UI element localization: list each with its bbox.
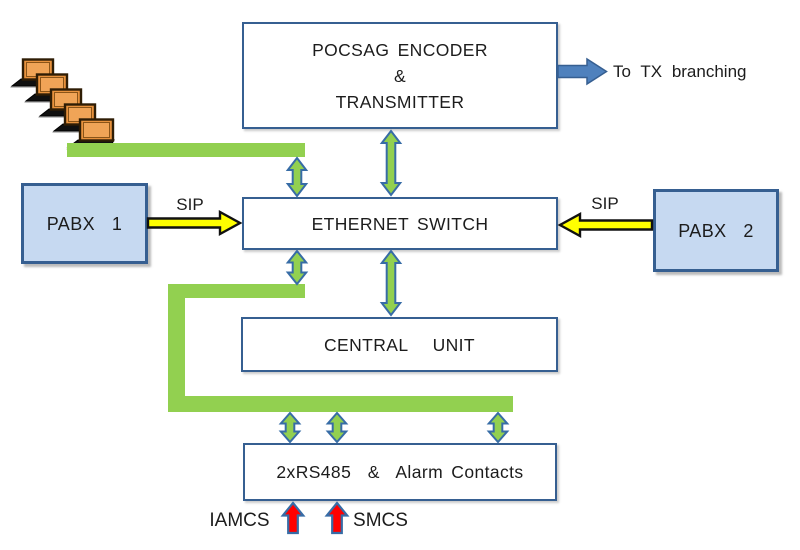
pabx1-box: PABX 1	[21, 183, 148, 264]
double-arrow-switch-lan-icon	[285, 249, 309, 286]
double-arrow-lan-rs485-icon	[325, 411, 349, 444]
double-arrow-lan-rs485-icon	[486, 411, 510, 444]
lan-segment-bottom	[168, 396, 513, 412]
pabx2-label: PABX 2	[678, 220, 754, 241]
pocsag-label-line2: &	[393, 65, 407, 86]
pocsag-label-line1: POCSAG ENCODER	[312, 39, 488, 60]
pabx2-box: PABX 2	[653, 189, 779, 272]
rs485-alarm-contacts-box: 2xRS485 & Alarm Contacts	[243, 443, 557, 501]
sip-arrow-pabx2-icon	[557, 211, 654, 239]
central-unit-box: CENTRAL UNIT	[241, 317, 558, 372]
rs485-label: 2xRS485 & Alarm Contacts	[276, 462, 524, 482]
lan-segment-vertical	[168, 284, 185, 412]
pabx1-label: PABX 1	[46, 213, 123, 234]
double-arrow-lan-rs485-icon	[278, 411, 302, 444]
sip-label-left: SIP	[176, 195, 204, 214]
workstations-cluster	[10, 58, 190, 150]
pocsag-encoder-transmitter-box: POCSAG ENCODER & TRANSMITTER	[242, 22, 558, 129]
double-arrow-lan-switch-icon	[285, 156, 309, 198]
ethernet-switch-label: ETHERNET SWITCH	[311, 213, 489, 234]
tx-branching-arrow-icon	[557, 57, 608, 86]
tx-branching-label: To TX branching	[613, 62, 747, 81]
central-unit-label: CENTRAL UNIT	[323, 334, 476, 355]
smcs-arrow-icon	[324, 501, 350, 535]
sip-arrow-pabx1-icon	[146, 209, 243, 237]
double-arrow-switch-central-icon	[379, 249, 403, 317]
smcs-label: SMCS	[353, 510, 408, 531]
pocsag-label-line3: TRANSMITTER	[335, 91, 465, 112]
lan-segment-top	[67, 143, 305, 157]
iamcs-arrow-icon	[280, 501, 306, 535]
double-arrow-pocsag-switch-icon	[379, 129, 403, 197]
lan-segment-mid-horizontal	[168, 284, 305, 298]
sip-label-right: SIP	[591, 194, 619, 213]
ethernet-switch-box: ETHERNET SWITCH	[242, 197, 558, 250]
iamcs-label: IAMCS	[209, 510, 270, 531]
